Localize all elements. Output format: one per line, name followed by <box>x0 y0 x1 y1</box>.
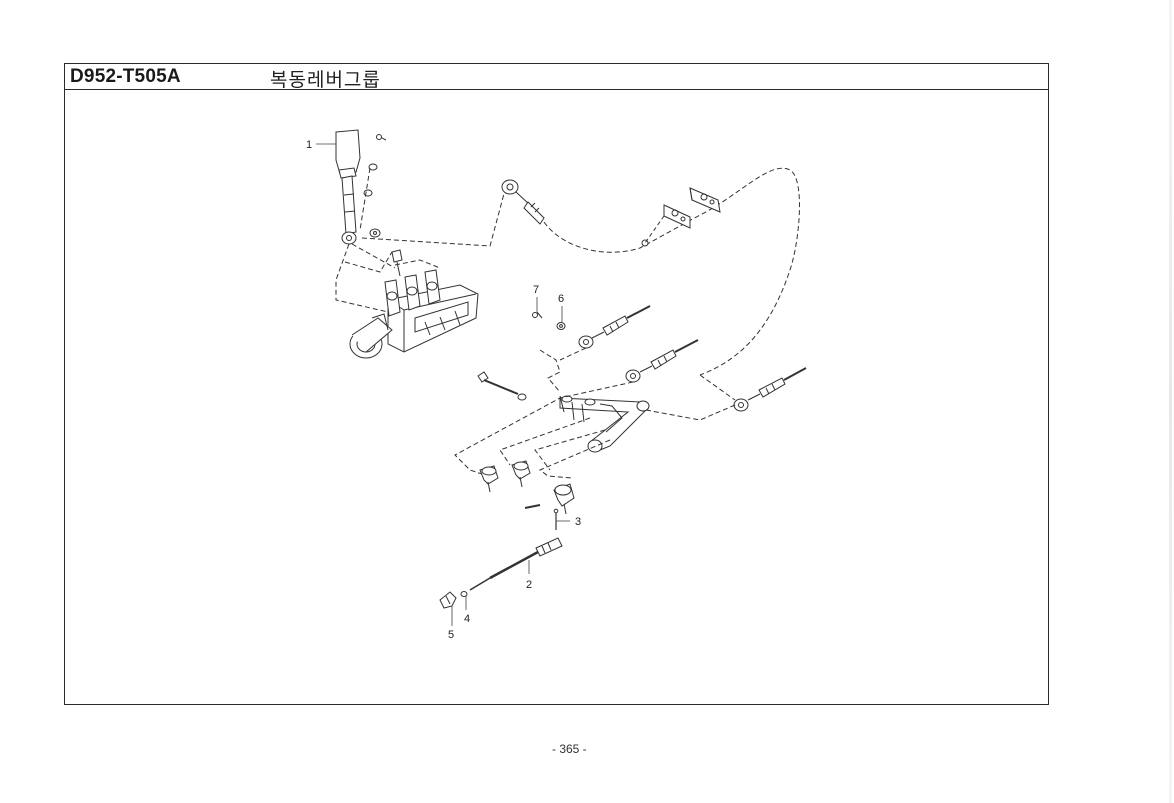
cable-assembly-middle <box>532 305 651 349</box>
scan-edge-shadow <box>1169 0 1172 803</box>
page-number: - 365 - <box>552 742 587 756</box>
callout-4: 4 <box>464 613 470 625</box>
callout-5: 5 <box>448 629 454 641</box>
cable-route-upper <box>543 167 800 376</box>
diagram-frame: D952-T505A 복동레버그룹 <box>64 63 1049 705</box>
header-row: D952-T505A 복동레버그룹 <box>65 64 1048 91</box>
callout-1: 1 <box>306 139 312 151</box>
valve-bracket-assembly <box>349 249 479 359</box>
model-code: D952-T505A <box>70 66 181 87</box>
cable-assembly-right <box>733 367 807 412</box>
callout-7: 7 <box>533 284 539 296</box>
cable-bracket-plates <box>641 187 721 247</box>
assembly-guide-lines <box>335 167 506 313</box>
callout-3: 3 <box>575 516 581 528</box>
lever-knob-part <box>335 129 361 245</box>
linkage-guide-lines <box>454 347 736 479</box>
shaft-clamps <box>479 460 575 515</box>
cable-assembly-upper <box>501 179 545 225</box>
callout-2: 2 <box>526 579 532 591</box>
cable-assembly-lower-middle <box>625 339 699 383</box>
callout-6: 6 <box>558 293 564 305</box>
callout-leaders <box>316 143 570 626</box>
rod-assembly <box>439 508 563 609</box>
knob-pin-washers <box>363 134 387 238</box>
group-title: 복동레버그룹 <box>270 69 381 91</box>
